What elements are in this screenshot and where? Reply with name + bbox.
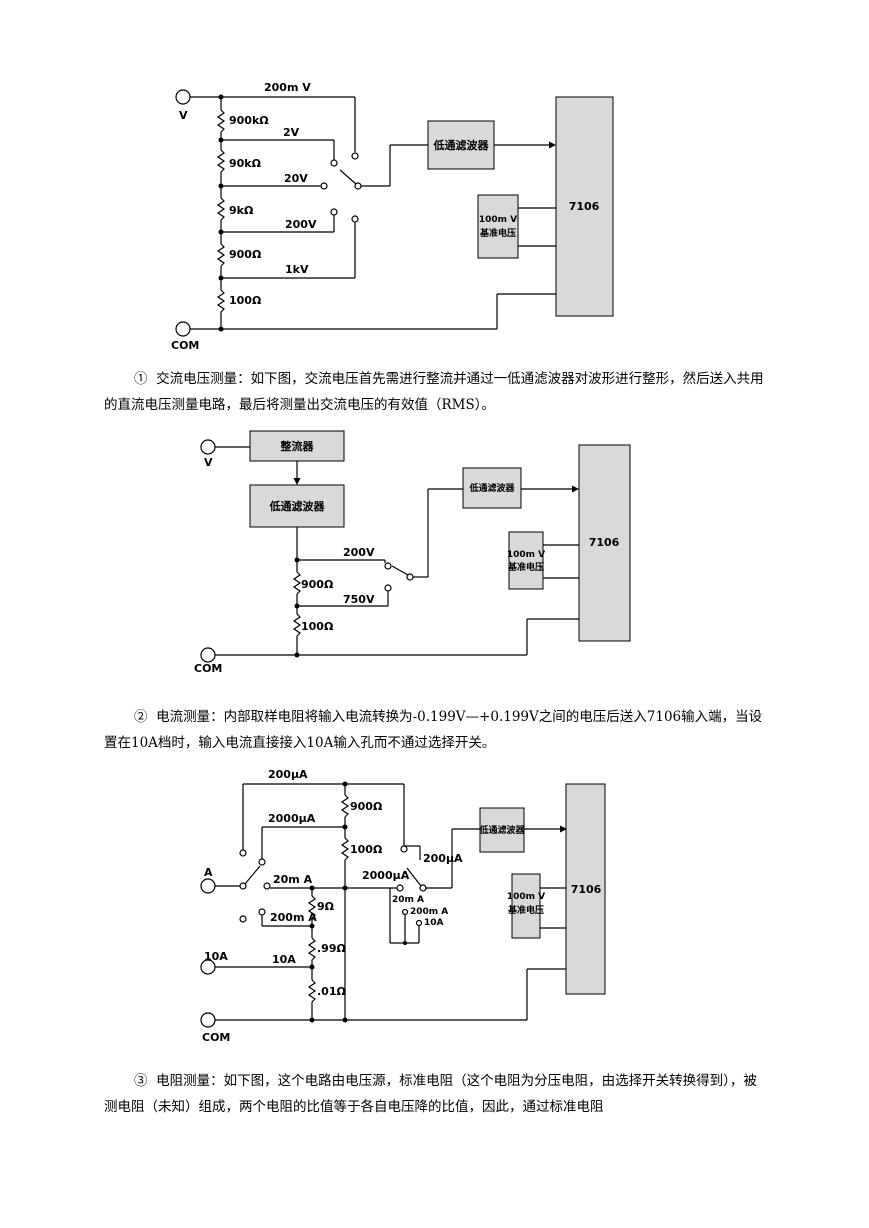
svg-text:基准电压: 基准电压 bbox=[507, 561, 544, 573]
svg-text:750V: 750V bbox=[343, 593, 375, 606]
svg-text:100Ω: 100Ω bbox=[301, 620, 334, 633]
resistor-90k bbox=[216, 149, 226, 173]
reference-voltage-block bbox=[477, 194, 519, 259]
a-input-terminal bbox=[200, 878, 216, 894]
svg-text:200V: 200V bbox=[343, 546, 375, 559]
svg-text:A: A bbox=[204, 866, 213, 879]
svg-text:COM: COM bbox=[194, 662, 222, 675]
svg-text:900Ω: 900Ω bbox=[229, 248, 262, 261]
chip-7106-ac bbox=[578, 444, 631, 642]
paragraph-text: 电流测量：内部取样电阻将输入电流转换为-0.199V—+0.199V之间的电压后… bbox=[104, 709, 763, 751]
svg-text:10A: 10A bbox=[272, 953, 296, 966]
svg-text:7106: 7106 bbox=[589, 536, 620, 549]
svg-text:.99Ω: .99Ω bbox=[317, 942, 346, 955]
svg-text:100m V: 100m V bbox=[507, 550, 545, 560]
svg-text:9kΩ: 9kΩ bbox=[229, 204, 254, 217]
svg-text:低通滤波器: 低通滤波器 bbox=[468, 482, 515, 494]
svg-text:基准电压: 基准电压 bbox=[479, 227, 516, 239]
rectifier-block bbox=[249, 430, 345, 462]
current-measurement-diagram: 200μA 2000μA 900Ω 100Ω A 20m A 200m A 9Ω… bbox=[200, 768, 606, 1044]
svg-text:200m A: 200m A bbox=[410, 907, 448, 917]
svg-text:20V: 20V bbox=[284, 172, 308, 185]
paragraph-number: ③ bbox=[134, 1073, 148, 1089]
paragraph-text: 电阻测量：如下图，这个电路由电压源，标准电阻（这个电阻为分压电阻，由选择开关转换… bbox=[104, 1073, 757, 1115]
resistor-9-shunt bbox=[307, 895, 317, 919]
svg-text:200m V: 200m V bbox=[264, 81, 311, 94]
dc-voltage-diagram: V COM 900kΩ 90kΩ 9kΩ 900Ω 100Ω 200m V 2V… bbox=[171, 81, 614, 352]
low-pass-filter-block bbox=[427, 120, 495, 170]
paragraph-text: 交流电压测量：如下图，交流电压首先需进行整流并通过一低通滤波器对波形进行整形，然… bbox=[104, 371, 764, 413]
svg-text:90kΩ: 90kΩ bbox=[229, 157, 262, 170]
svg-text:7106: 7106 bbox=[571, 883, 602, 896]
resistor-900-shunt bbox=[340, 794, 350, 818]
resistor-100-ac bbox=[292, 613, 302, 637]
resistor-100-shunt bbox=[340, 837, 350, 861]
range-selector-switch-current bbox=[239, 882, 247, 890]
resistor-9k bbox=[216, 197, 226, 221]
svg-text:900Ω: 900Ω bbox=[350, 800, 383, 813]
svg-text:100m V: 100m V bbox=[479, 215, 517, 225]
svg-text:200μA: 200μA bbox=[268, 768, 308, 781]
v-terminal-label: V bbox=[179, 109, 188, 122]
svg-text:整流器: 整流器 bbox=[280, 439, 315, 453]
resistor-900 bbox=[216, 243, 226, 267]
reference-voltage-block-ac bbox=[508, 531, 544, 590]
svg-text:7106: 7106 bbox=[569, 200, 600, 213]
svg-text:低通滤波器: 低通滤波器 bbox=[269, 499, 326, 513]
svg-text:20m A: 20m A bbox=[392, 895, 424, 905]
paragraph-ac-voltage: ① 交流电压测量：如下图，交流电压首先需进行整流并通过一低通滤波器对波形进行整形… bbox=[104, 366, 768, 418]
svg-text:900kΩ: 900kΩ bbox=[229, 114, 269, 127]
resistor-099-shunt bbox=[307, 937, 317, 961]
svg-text:.01Ω: .01Ω bbox=[317, 985, 346, 998]
resistor-001-shunt bbox=[307, 979, 317, 1003]
com-terminal-label: COM bbox=[171, 339, 199, 352]
svg-text:200μA: 200μA bbox=[423, 852, 463, 865]
svg-text:10A: 10A bbox=[204, 950, 228, 963]
svg-text:20m A: 20m A bbox=[273, 873, 313, 886]
svg-text:100m V: 100m V bbox=[507, 892, 545, 902]
svg-text:200V: 200V bbox=[285, 218, 317, 231]
svg-text:2V: 2V bbox=[283, 126, 300, 139]
svg-text:10A: 10A bbox=[424, 918, 444, 928]
svg-text:COM: COM bbox=[202, 1031, 230, 1044]
resistor-100 bbox=[216, 289, 226, 313]
ac-voltage-diagram: V 整流器 低通滤波器 900Ω 100Ω 200V 750V 低通滤波器 10… bbox=[194, 430, 631, 675]
svg-text:1kV: 1kV bbox=[285, 263, 309, 276]
com-terminal bbox=[200, 1012, 216, 1028]
svg-text:100Ω: 100Ω bbox=[229, 294, 262, 307]
paragraph-resistance: ③ 电阻测量：如下图，这个电路由电压源，标准电阻（这个电阻为分压电阻，由选择开关… bbox=[104, 1068, 768, 1120]
svg-text:200m A: 200m A bbox=[270, 911, 317, 924]
svg-text:低通滤波器: 低通滤波器 bbox=[478, 824, 525, 836]
paragraph-current: ② 电流测量：内部取样电阻将输入电流转换为-0.199V—+0.199V之间的电… bbox=[104, 704, 768, 756]
svg-text:基准电压: 基准电压 bbox=[507, 904, 544, 916]
svg-text:900Ω: 900Ω bbox=[301, 578, 334, 591]
low-pass-filter-block-2 bbox=[462, 467, 522, 509]
svg-text:低通滤波器: 低通滤波器 bbox=[433, 138, 490, 152]
svg-text:2000μA: 2000μA bbox=[268, 812, 316, 825]
chip-7106 bbox=[555, 96, 614, 317]
svg-text:100Ω: 100Ω bbox=[350, 843, 383, 856]
low-pass-filter-block-3 bbox=[479, 807, 525, 853]
svg-text:V: V bbox=[204, 456, 213, 469]
paragraph-number: ① bbox=[134, 371, 148, 387]
chip-7106-current bbox=[565, 783, 606, 995]
resistor-900k bbox=[216, 109, 226, 133]
svg-text:2000μA: 2000μA bbox=[362, 869, 410, 882]
paragraph-number: ② bbox=[134, 709, 148, 725]
resistor-900-ac bbox=[292, 571, 302, 595]
reference-voltage-block-current bbox=[511, 873, 541, 939]
svg-text:9Ω: 9Ω bbox=[317, 900, 335, 913]
